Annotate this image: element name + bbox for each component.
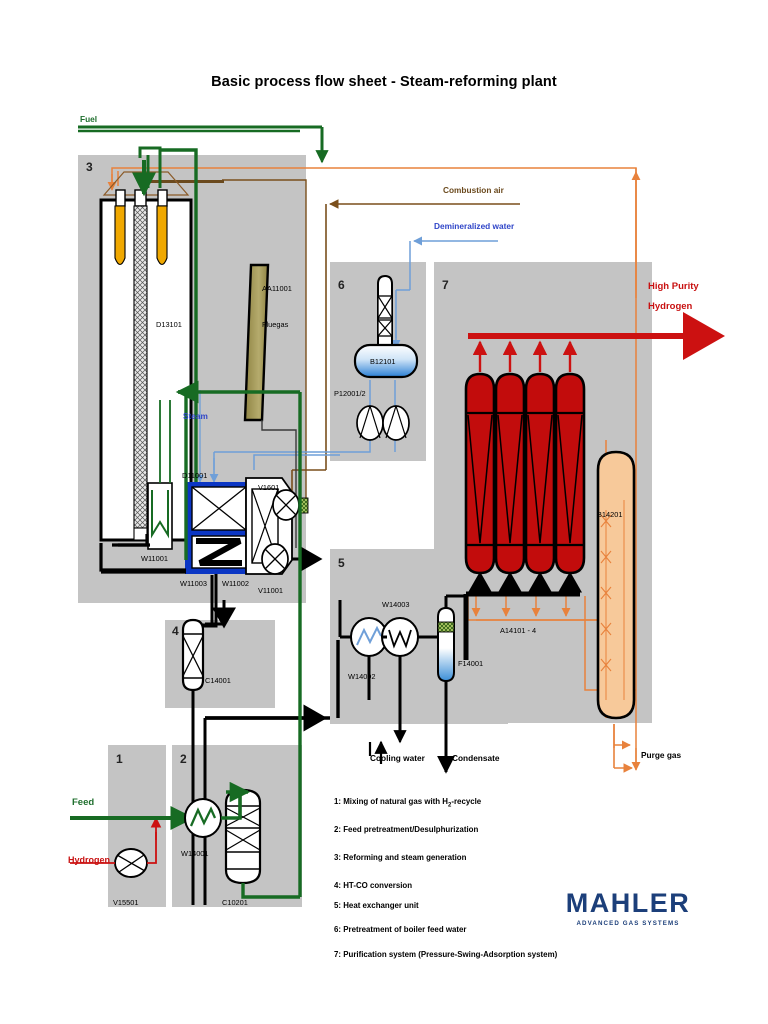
tag-c14001: C14001	[205, 676, 231, 685]
zone-label-3: 3	[86, 160, 93, 174]
legend-item-6: 6: Pretreatment of boiler feed water	[334, 925, 466, 934]
legend-item-2: 2: Feed pretreatment/Desulphurization	[334, 825, 478, 834]
exchanger-w14003	[381, 617, 419, 657]
psa-feed-header	[463, 571, 582, 660]
stream-label-feed: Feed	[72, 797, 95, 808]
legend-item-7: 7: Purification system (Pressure-Swing-A…	[334, 950, 557, 959]
legend-num-3: 3:	[334, 853, 342, 862]
blower-v1601	[272, 489, 309, 521]
legend-item-5: 5: Heat exchanger unit	[334, 901, 419, 910]
brand-tagline-text: ADVANCED GAS SYSTEMS	[576, 920, 680, 927]
legend-item-3: 3: Reforming and steam generation	[334, 853, 466, 862]
reformer-d13101	[99, 171, 193, 542]
hydrogen-recycle	[70, 832, 157, 864]
legend-num-5: 5:	[334, 901, 342, 910]
combustion-air-line	[288, 199, 520, 506]
legend-text-2: Feed pretreatment/Desulphurization	[343, 825, 479, 834]
zone-label-4: 4	[172, 624, 179, 638]
tag-aa11001: AA11001	[262, 284, 292, 293]
stream-label-hydrogen: Hydrogen	[68, 855, 111, 865]
stream-label-steam: Steam	[183, 411, 208, 421]
zone-label-2: 2	[180, 752, 187, 766]
brand-name: MAHLER	[565, 888, 691, 918]
fuel-header-green	[160, 148, 198, 560]
legend-text-6: Pretreatment of boiler feed water	[343, 925, 467, 934]
stream-label-high-purity-hydrogen-line2: Hydrogen	[648, 301, 693, 312]
zone-label-1: 1	[116, 752, 123, 766]
zone-label-6: 6	[338, 278, 345, 292]
green-return-header	[184, 390, 302, 560]
mahler-logo: MAHLER ADVANCED GAS SYSTEMS	[558, 888, 698, 927]
compressor-v15501	[114, 848, 148, 878]
legend-num-6: 6:	[334, 925, 342, 934]
tag-v1601: V1601	[258, 483, 280, 492]
tag-p12001-2: P12001/2	[334, 389, 366, 398]
zone-label-7: 7	[442, 278, 449, 292]
legend-text-7: Purification system (Pressure-Swing-Adso…	[343, 950, 558, 959]
legend-text-5: Heat exchanger unit	[343, 901, 419, 910]
tag-w11001: W11001	[141, 554, 168, 563]
tag-w14001: W14001	[181, 849, 209, 858]
converter-c14001	[181, 618, 205, 692]
legend-text-3: Reforming and steam generation	[343, 853, 467, 862]
legend-post-1: -recycle	[451, 797, 482, 806]
legend-num-7: 7:	[334, 950, 342, 959]
preheater-w14001	[184, 798, 222, 838]
tag-c10201: C10201	[222, 898, 248, 907]
stream-label-condensate: Condensate	[452, 753, 500, 763]
tag-w11002: W11002	[222, 579, 249, 588]
brand-tagline: ADVANCED GAS SYSTEMS	[558, 920, 698, 927]
legend-text-1: Mixing of natural gas with H	[343, 797, 449, 806]
tag-w14002: W14002	[348, 672, 376, 681]
legend-num-4: 4:	[334, 881, 342, 890]
tag-d11001: D11001	[182, 471, 208, 480]
legend-num-1: 1:	[334, 797, 342, 806]
psa-adsorbers-a14101	[464, 372, 586, 575]
buffer-vessel-b14201	[596, 450, 636, 720]
tag-v11001: V11001	[258, 586, 283, 595]
page-title: Basic process flow sheet - Steam-reformi…	[211, 74, 557, 90]
stream-label-combustion-air: Combustion air	[443, 185, 504, 195]
exchanger-w11001	[147, 482, 173, 550]
bfw-lines	[213, 380, 396, 470]
tag-b14201: B14201	[597, 510, 623, 519]
desulphurizer-c10201	[224, 788, 262, 885]
bfw-tank-b12101	[353, 274, 419, 379]
stream-label-purge-gas: Purge gas	[641, 750, 682, 760]
tag-d13101: D13101	[156, 320, 182, 329]
tag-fluegas: Fluegas	[262, 320, 289, 329]
stream-label-demineralized-water: Demineralized water	[434, 221, 515, 231]
tag-b12101: B12101	[370, 357, 396, 366]
legend-item-1: 1: Mixing of natural gas with H2-recycle	[334, 797, 481, 809]
legend-item-4: 4: HT-CO conversion	[334, 881, 412, 890]
legend-sub-1: 2	[448, 802, 452, 809]
tag-w11003: W11003	[180, 579, 207, 588]
hydrogen-product-header	[468, 312, 725, 372]
tag-v15501: V15501	[113, 898, 139, 907]
separator-f14001	[437, 606, 455, 683]
tag-f14001: F14001	[458, 659, 484, 668]
blower-v11001	[261, 543, 289, 575]
zone-label-5: 5	[338, 556, 345, 570]
tag-a14101-4: A14101 - 4	[500, 626, 537, 635]
stream-label-fuel: Fuel	[80, 114, 98, 124]
legend-num-2: 2:	[334, 825, 342, 834]
legend-text-4: HT-CO conversion	[343, 881, 413, 890]
tag-w14003: W14003	[382, 600, 410, 609]
stream-label-high-purity-hydrogen-line1: High Purity	[648, 281, 699, 292]
stream-label-cooling-water: Cooling water	[370, 753, 425, 763]
bfw-pumps-p12001	[356, 405, 410, 441]
